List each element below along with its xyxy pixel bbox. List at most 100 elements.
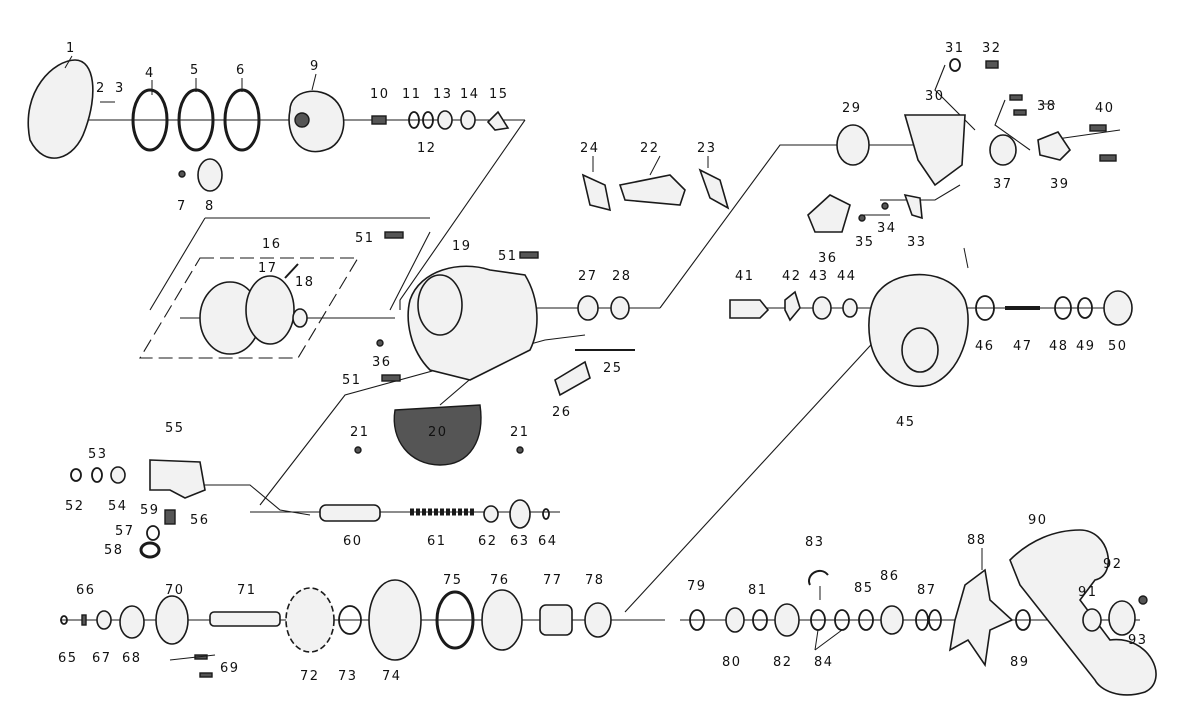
- part-label: 24: [580, 141, 600, 156]
- part-label: 2: [96, 81, 106, 96]
- part-label: 78: [585, 573, 605, 588]
- part-label: 15: [489, 87, 509, 102]
- part-label: 72: [300, 669, 320, 684]
- part-label: 48: [1049, 339, 1069, 354]
- part-label: 23: [697, 141, 717, 156]
- part-label: 29: [842, 101, 862, 116]
- part-label: 51: [342, 373, 362, 388]
- part-label: 10: [370, 87, 390, 102]
- part-label: 11: [402, 87, 422, 102]
- part-shapes: [27, 58, 1157, 696]
- part-label: 44: [837, 269, 857, 284]
- part-label: 61: [427, 534, 447, 549]
- part-label: 47: [1013, 339, 1033, 354]
- part-label: 75: [443, 573, 463, 588]
- part-label: 87: [917, 583, 937, 598]
- part-4-cap: [131, 88, 169, 152]
- part-label: 86: [880, 569, 900, 584]
- part-label: 31: [945, 41, 965, 56]
- part-label: 93: [1128, 633, 1148, 648]
- part-label: 69: [220, 661, 240, 676]
- part-label: 89: [1010, 655, 1030, 670]
- part-label: 14: [460, 87, 480, 102]
- part-label: 55: [165, 421, 185, 436]
- part-label: 53: [88, 447, 108, 462]
- part-label: 56: [190, 513, 210, 528]
- part-label: 58: [104, 543, 124, 558]
- part-label: 4: [145, 66, 155, 81]
- part-30-plate: [903, 114, 966, 187]
- part-label: 38: [1037, 99, 1057, 114]
- part-label: 51: [498, 249, 518, 264]
- part-22-thumb-bar: [618, 174, 686, 206]
- part-label: 3: [115, 81, 125, 96]
- part-label: 45: [896, 415, 916, 430]
- part-label: 73: [338, 669, 358, 684]
- part-label: 12: [417, 141, 437, 156]
- part-label: 42: [782, 269, 802, 284]
- part-label: 33: [907, 235, 927, 250]
- part-72-ratchet: [285, 587, 335, 653]
- part-label: 81: [748, 583, 768, 598]
- part-label: 8: [205, 199, 215, 214]
- part-label: 5: [190, 63, 200, 78]
- part-74-main-gear: [368, 579, 422, 661]
- part-label: 79: [687, 579, 707, 594]
- part-label: 66: [76, 583, 96, 598]
- part-label: 91: [1078, 585, 1098, 600]
- part-label: 27: [578, 269, 598, 284]
- part-label: 18: [295, 275, 315, 290]
- part-label: 54: [108, 499, 128, 514]
- part-8-bearing: [197, 158, 223, 192]
- part-label: 83: [805, 535, 825, 550]
- part-90-handle: [1009, 529, 1157, 696]
- part-label: 26: [552, 405, 572, 420]
- part-label: 51: [355, 231, 375, 246]
- part-label: 36: [818, 251, 838, 266]
- part-label: 65: [58, 651, 78, 666]
- part-label: 68: [122, 651, 142, 666]
- part-label: 50: [1108, 339, 1128, 354]
- part-70-pinion-gear: [155, 595, 189, 645]
- part-label: 46: [975, 339, 995, 354]
- part-label: 85: [854, 581, 874, 596]
- part-label: 19: [452, 239, 472, 254]
- part-label: 21: [350, 425, 370, 440]
- part-label: 16: [262, 237, 282, 252]
- part-label: 63: [510, 534, 530, 549]
- part-20-trigger: [393, 404, 482, 466]
- part-label: 22: [640, 141, 660, 156]
- part-label: 9: [310, 59, 320, 74]
- part-label: 74: [382, 669, 402, 684]
- part-label: 37: [993, 177, 1013, 192]
- part-label: 30: [925, 89, 945, 104]
- part-60-worm-tube: [319, 504, 381, 522]
- part-label: 28: [612, 269, 632, 284]
- part-label: 64: [538, 534, 558, 549]
- part-label: 84: [814, 655, 834, 670]
- part-label: 77: [543, 573, 563, 588]
- part-label: 59: [140, 503, 160, 518]
- part-label: 40: [1095, 101, 1115, 116]
- part-label: 17: [258, 261, 278, 276]
- part-label: 90: [1028, 513, 1048, 528]
- part-label: 1: [66, 41, 76, 56]
- part-label: 57: [115, 524, 135, 539]
- part-55-level-wind: [149, 459, 206, 499]
- part-label: 41: [735, 269, 755, 284]
- part-label: 67: [92, 651, 112, 666]
- part-label: 6: [236, 63, 246, 78]
- part-label: 7: [177, 199, 187, 214]
- part-label: 82: [773, 655, 793, 670]
- part-label: 35: [855, 235, 875, 250]
- part-label: 25: [603, 361, 623, 376]
- part-1-side-cover: [27, 59, 94, 159]
- part-label: 32: [982, 41, 1002, 56]
- part-label: 92: [1103, 557, 1123, 572]
- part-50-knob: [1103, 290, 1133, 326]
- part-label: 13: [433, 87, 453, 102]
- part-label: 76: [490, 573, 510, 588]
- part-label: 36: [372, 355, 392, 370]
- part-label: 62: [478, 534, 498, 549]
